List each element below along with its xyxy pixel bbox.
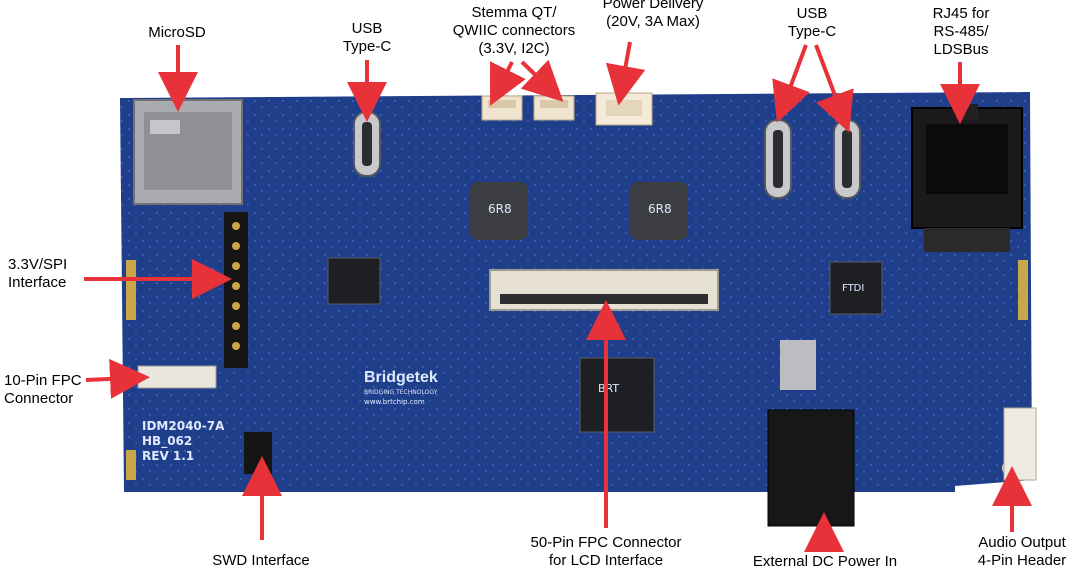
label-swd-interface: SWD Interface <box>212 552 310 569</box>
label-spi-interface: 3.3V/SPI Interface <box>8 256 68 291</box>
fpc10-connector <box>137 365 217 389</box>
brand-subtitle: BRIDGING TECHNOLOGY <box>364 389 438 396</box>
label-microsd: MicroSD <box>148 24 206 41</box>
ftdi-ic-label: FTDI <box>842 283 864 294</box>
power-delivery-connector <box>595 92 653 126</box>
label-rj45: RJ45 for RS-485/ LDSBus <box>932 5 990 58</box>
spi-header <box>224 212 248 368</box>
chips: BRT FTDI <box>327 257 883 433</box>
label-fpc50: 50-Pin FPC Connector for LCD Interface <box>530 534 682 569</box>
audio-header <box>1003 407 1037 481</box>
swd-header <box>244 432 272 474</box>
label-usb-c-right: USB Type-C <box>787 5 837 40</box>
label-dc-power-in: External DC Power In <box>752 553 898 570</box>
board-id: HB_062 <box>142 434 192 449</box>
annotation-arrows <box>84 41 1032 552</box>
board-name: IDM2040-7A <box>142 419 225 433</box>
brand-logo-text: Bridgetek <box>364 369 438 386</box>
label-usb-c-left: USB Type-C <box>342 20 392 55</box>
microsd-slot <box>133 99 243 205</box>
brand-website: www.brtchip.com <box>364 398 425 406</box>
rj45-jack <box>911 104 1023 252</box>
dc-jack <box>767 340 855 527</box>
inductors: 6R8 6R8 <box>470 182 688 240</box>
label-audio-output: Audio Output 4-Pin Header <box>977 534 1067 569</box>
usb-c-left-port <box>353 111 381 177</box>
main-ic-label: BRT <box>598 382 619 395</box>
label-stemma-connectors: Stemma QT/ QWIIC connectors (3.3V, I2C) <box>452 4 576 57</box>
fpc50-connector <box>489 269 719 311</box>
label-fpc10: 10-Pin FPC Connector <box>4 372 82 407</box>
label-power-delivery: Power Delivery (20V, 3A Max) <box>602 0 704 30</box>
inductor-left-label: 6R8 <box>488 202 512 216</box>
board-revision: REV 1.1 <box>142 449 194 463</box>
inductor-right-label: 6R8 <box>648 202 672 216</box>
